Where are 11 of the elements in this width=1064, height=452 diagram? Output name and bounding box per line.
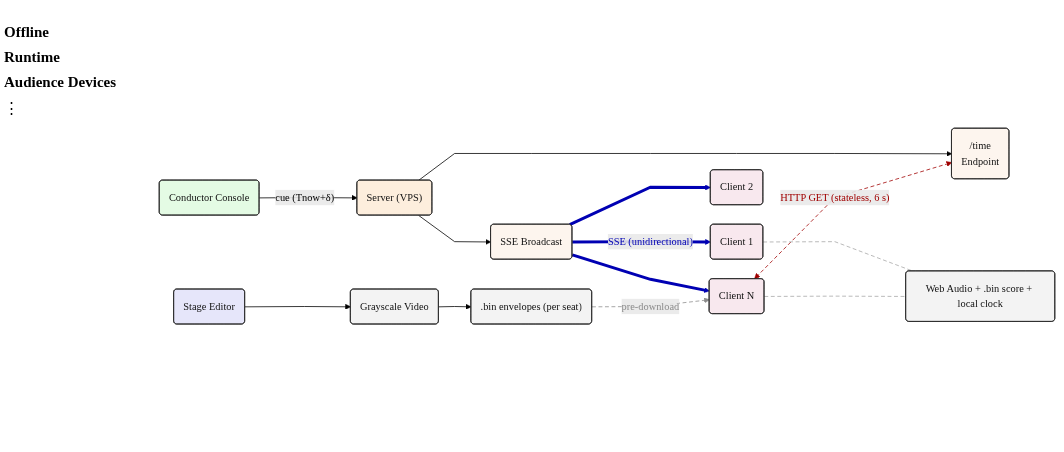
edge-label: HTTP GET (stateless, 6 s) bbox=[780, 191, 890, 203]
column-heading: Runtime bbox=[4, 49, 61, 66]
column-heading: Offline bbox=[4, 24, 50, 41]
arrow bbox=[569, 184, 711, 226]
edge-label: pre-download bbox=[621, 300, 680, 312]
edge-label: SSE (unidirectional) bbox=[607, 235, 693, 247]
ellipsis-mark: ⋮ bbox=[4, 99, 20, 117]
arrow bbox=[571, 253, 710, 293]
edge-label: cue (Tnow+δ) bbox=[275, 191, 335, 203]
column-heading: Audience Devices bbox=[4, 74, 118, 91]
connector bbox=[763, 295, 907, 297]
